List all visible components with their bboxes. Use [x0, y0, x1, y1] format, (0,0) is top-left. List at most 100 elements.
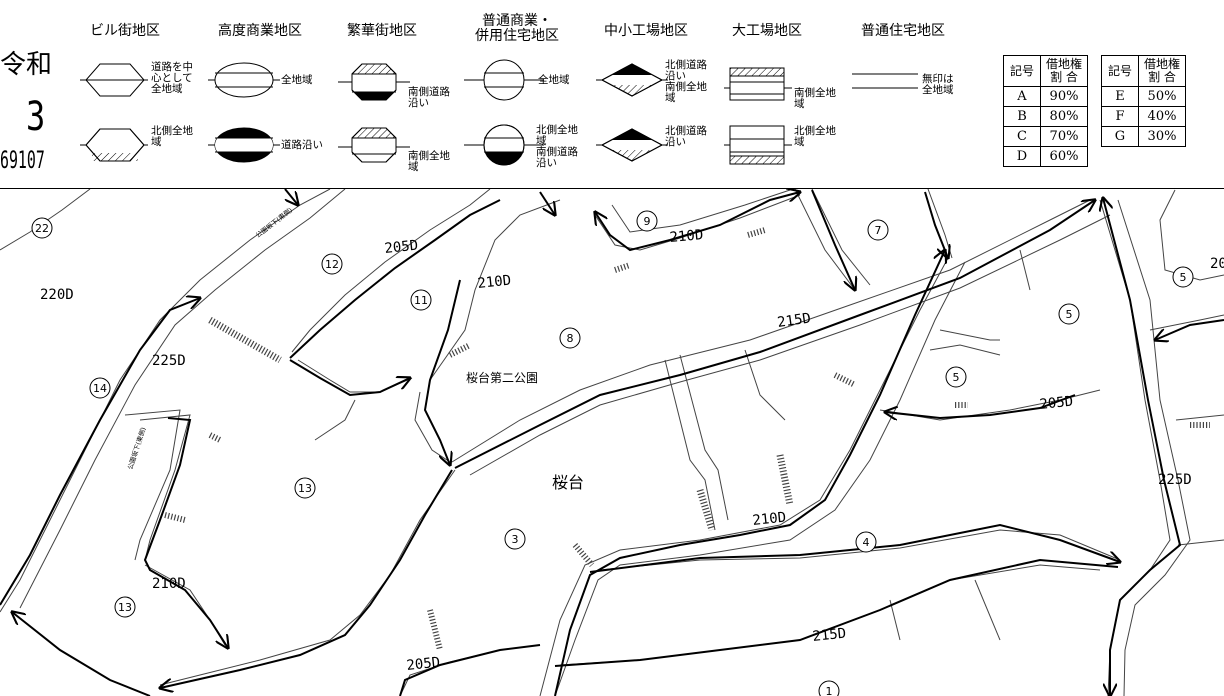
legend-caption-commercial-top: 全地域 [538, 74, 570, 86]
rate-symbol: B [1003, 106, 1041, 127]
rate-symbol: D [1003, 146, 1041, 167]
rate-value: 50% [1138, 86, 1186, 107]
street-label: 公園坂下(東側) [254, 205, 294, 239]
route-price-label: 205D [1039, 394, 1074, 413]
district-name-label: 桜台 [552, 473, 584, 492]
route-price-label: 20 [1210, 256, 1224, 272]
legend-caption-large-factory-top: 南側全地 域 [794, 87, 836, 111]
legend-high-commercial-bottom-symbol [208, 127, 280, 163]
block-number: 22 [35, 222, 49, 235]
route-price-arrows [0, 189, 1224, 696]
legend-commercial-top-symbol [464, 59, 544, 101]
route-price-label: 210D [752, 510, 787, 529]
legend-caption-high-commercial-top: 全地域 [281, 74, 313, 86]
rate-value: 30% [1138, 126, 1186, 147]
block-number: 13 [298, 482, 312, 495]
legend-large-factory-bottom-symbol [724, 125, 792, 165]
legend-residential-symbol [852, 73, 918, 89]
era-label: 令和 [0, 50, 53, 80]
legend-header-busy: 繁華街地区 [347, 23, 417, 39]
route-price-label: 210D [669, 227, 704, 246]
legend-header-high-commercial: 高度商業地区 [218, 23, 302, 39]
route-price-label: 205D [406, 655, 441, 674]
street-outlines [0, 189, 1224, 696]
rate-value: 40% [1138, 106, 1186, 127]
legend-small-factory-top-symbol [596, 63, 668, 97]
legend-building-bottom-symbol [80, 128, 148, 162]
rate-symbol: C [1003, 126, 1041, 147]
route-price-label: 210D [152, 576, 186, 592]
stairways [164, 227, 1210, 651]
block-number: 5 [1066, 308, 1073, 321]
block-number: 5 [1180, 271, 1187, 284]
legend-caption-building-bottom: 北側全地 域 [151, 125, 193, 149]
rate-value: 90% [1040, 86, 1088, 107]
legend-large-factory-top-symbol [724, 67, 792, 101]
block-number: 11 [414, 294, 428, 307]
year-label: 3 [26, 94, 46, 140]
street-label: 公園坂下(東側) [125, 426, 147, 471]
block-number: 12 [325, 258, 339, 271]
route-price-label: 215D [776, 310, 812, 331]
block-number-labels: 22 12 11 9 7 8 5 5 5 14 13 3 4 13 1 [35, 215, 1187, 696]
block-number: 1 [826, 685, 833, 696]
legend-small-factory-bottom-symbol [596, 128, 668, 162]
legend-header-commercial: 普通商業・ 併用住宅地区 [475, 13, 559, 44]
legend-high-commercial-top-symbol [208, 62, 280, 98]
legend-building-top-symbol [80, 63, 148, 97]
route-price-label: 205D [384, 238, 419, 257]
rate-value: 60% [1040, 146, 1088, 167]
legend-caption-busy-bottom: 南側全地 域 [408, 150, 450, 174]
legend-commercial-bottom-symbol [464, 124, 544, 166]
route-price-label: 225D [1158, 472, 1192, 488]
legend-busy-top-symbol [338, 63, 410, 101]
legend-caption-building-top: 道路を中 心として 全地域 [151, 61, 193, 96]
park-label: 桜台第二公園 [466, 370, 538, 385]
block-number: 13 [118, 601, 132, 614]
block-number: 4 [863, 536, 870, 549]
rate-table-rate-header: 借地権 割 合 [1040, 55, 1088, 87]
rate-symbol: F [1101, 106, 1139, 127]
rate-value: 80% [1040, 106, 1088, 127]
legend-panel: 令和 3 69107 ビル街地区 高度商業地区 繁華街地区 普通商業・ 併用住宅… [0, 0, 1224, 189]
legend-header-building: ビル街地区 [90, 23, 160, 39]
block-number: 9 [644, 215, 651, 228]
legend-busy-bottom-symbol [338, 127, 410, 163]
legend-header-small-factory: 中小工場地区 [604, 23, 688, 39]
block-number: 5 [953, 371, 960, 384]
legend-caption-large-factory-bottom: 北側全地 域 [794, 125, 836, 149]
block-number: 14 [93, 382, 107, 395]
rate-table-symbol-header: 記号 [1003, 55, 1041, 87]
legend-caption-small-factory-bottom: 北側道路 沿い [665, 125, 707, 149]
route-price-label: 220D [40, 287, 74, 303]
rate-symbol: A [1003, 86, 1041, 107]
rate-symbol: E [1101, 86, 1139, 107]
block-number: 8 [567, 332, 574, 345]
legend-caption-small-factory-top: 北側道路 沿い 南側全地 域 [665, 59, 707, 105]
route-price-label: 225D [152, 353, 186, 369]
legend-caption-commercial-bottom: 北側全地 域 南側道路 沿い [536, 124, 578, 170]
legend-header-residential: 普通住宅地区 [861, 23, 945, 39]
rate-value: 70% [1040, 126, 1088, 147]
legend-caption-busy-top: 南側道路 沿い [408, 86, 450, 110]
legend-symbols [80, 59, 918, 166]
rate-table-symbol-header: 記号 [1101, 55, 1139, 87]
legend-header-large-factory: 大工場地区 [732, 23, 802, 39]
block-number: 3 [512, 533, 519, 546]
route-price-map[interactable]: 桜台第二公園 桜台 公園坂下(東側) 公園坂下(東側) 205D 210D 21… [0, 189, 1224, 696]
map-code-label: 69107 [0, 146, 45, 174]
legend-caption-residential: 無印は 全地域 [922, 73, 954, 97]
block-number: 7 [875, 224, 882, 237]
legend-caption-high-commercial-bottom: 道路沿い [281, 139, 323, 151]
block-number-circles [31, 210, 1194, 696]
route-price-label: 210D [477, 273, 512, 292]
